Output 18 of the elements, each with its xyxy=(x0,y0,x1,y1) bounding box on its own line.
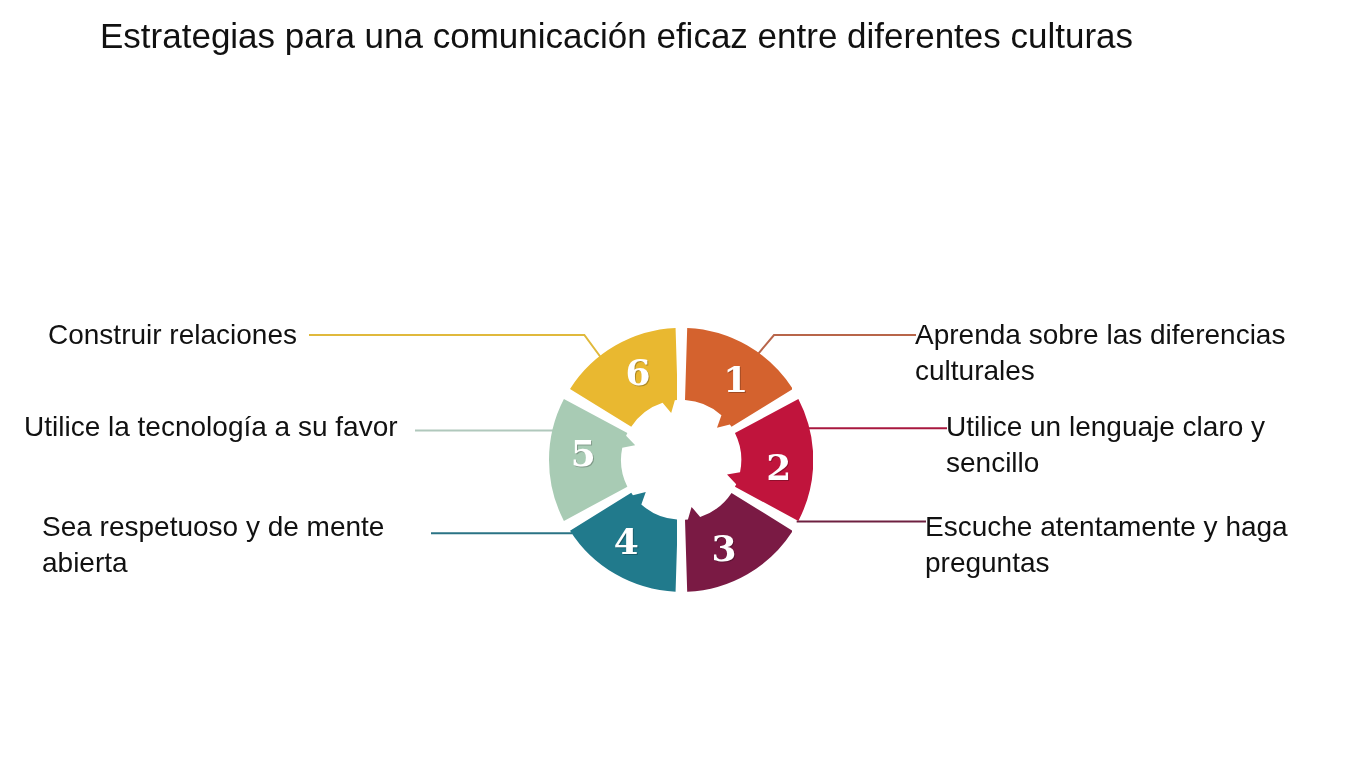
leader-line xyxy=(430,532,574,535)
strategy-label: Sea respetuoso y de mente abierta xyxy=(42,509,432,581)
leader-line xyxy=(308,334,602,358)
step-number: 2 xyxy=(766,448,792,485)
leader-line xyxy=(795,520,927,523)
step-number: 3 xyxy=(711,530,737,567)
step-number: 1 xyxy=(723,360,749,397)
title: Estrategias para una comunicación eficaz entre diferentes culturas xyxy=(100,16,1134,56)
strategy-label: Construir relaciones xyxy=(48,317,310,353)
leader-line xyxy=(807,427,948,430)
strategy-label: Aprenda sobre las diferencias culturales xyxy=(915,317,1315,389)
step-number: 4 xyxy=(613,523,639,560)
strategy-label: Utilice un lenguaje claro y sencillo xyxy=(946,409,1306,481)
strategy-label: Escuche atentamente y haga preguntas xyxy=(925,509,1325,581)
strategy-label: Utilice la tecnología a su favor xyxy=(24,409,416,445)
leader-line xyxy=(757,334,917,355)
step-number: 6 xyxy=(625,353,651,390)
step-number: 5 xyxy=(570,435,596,472)
